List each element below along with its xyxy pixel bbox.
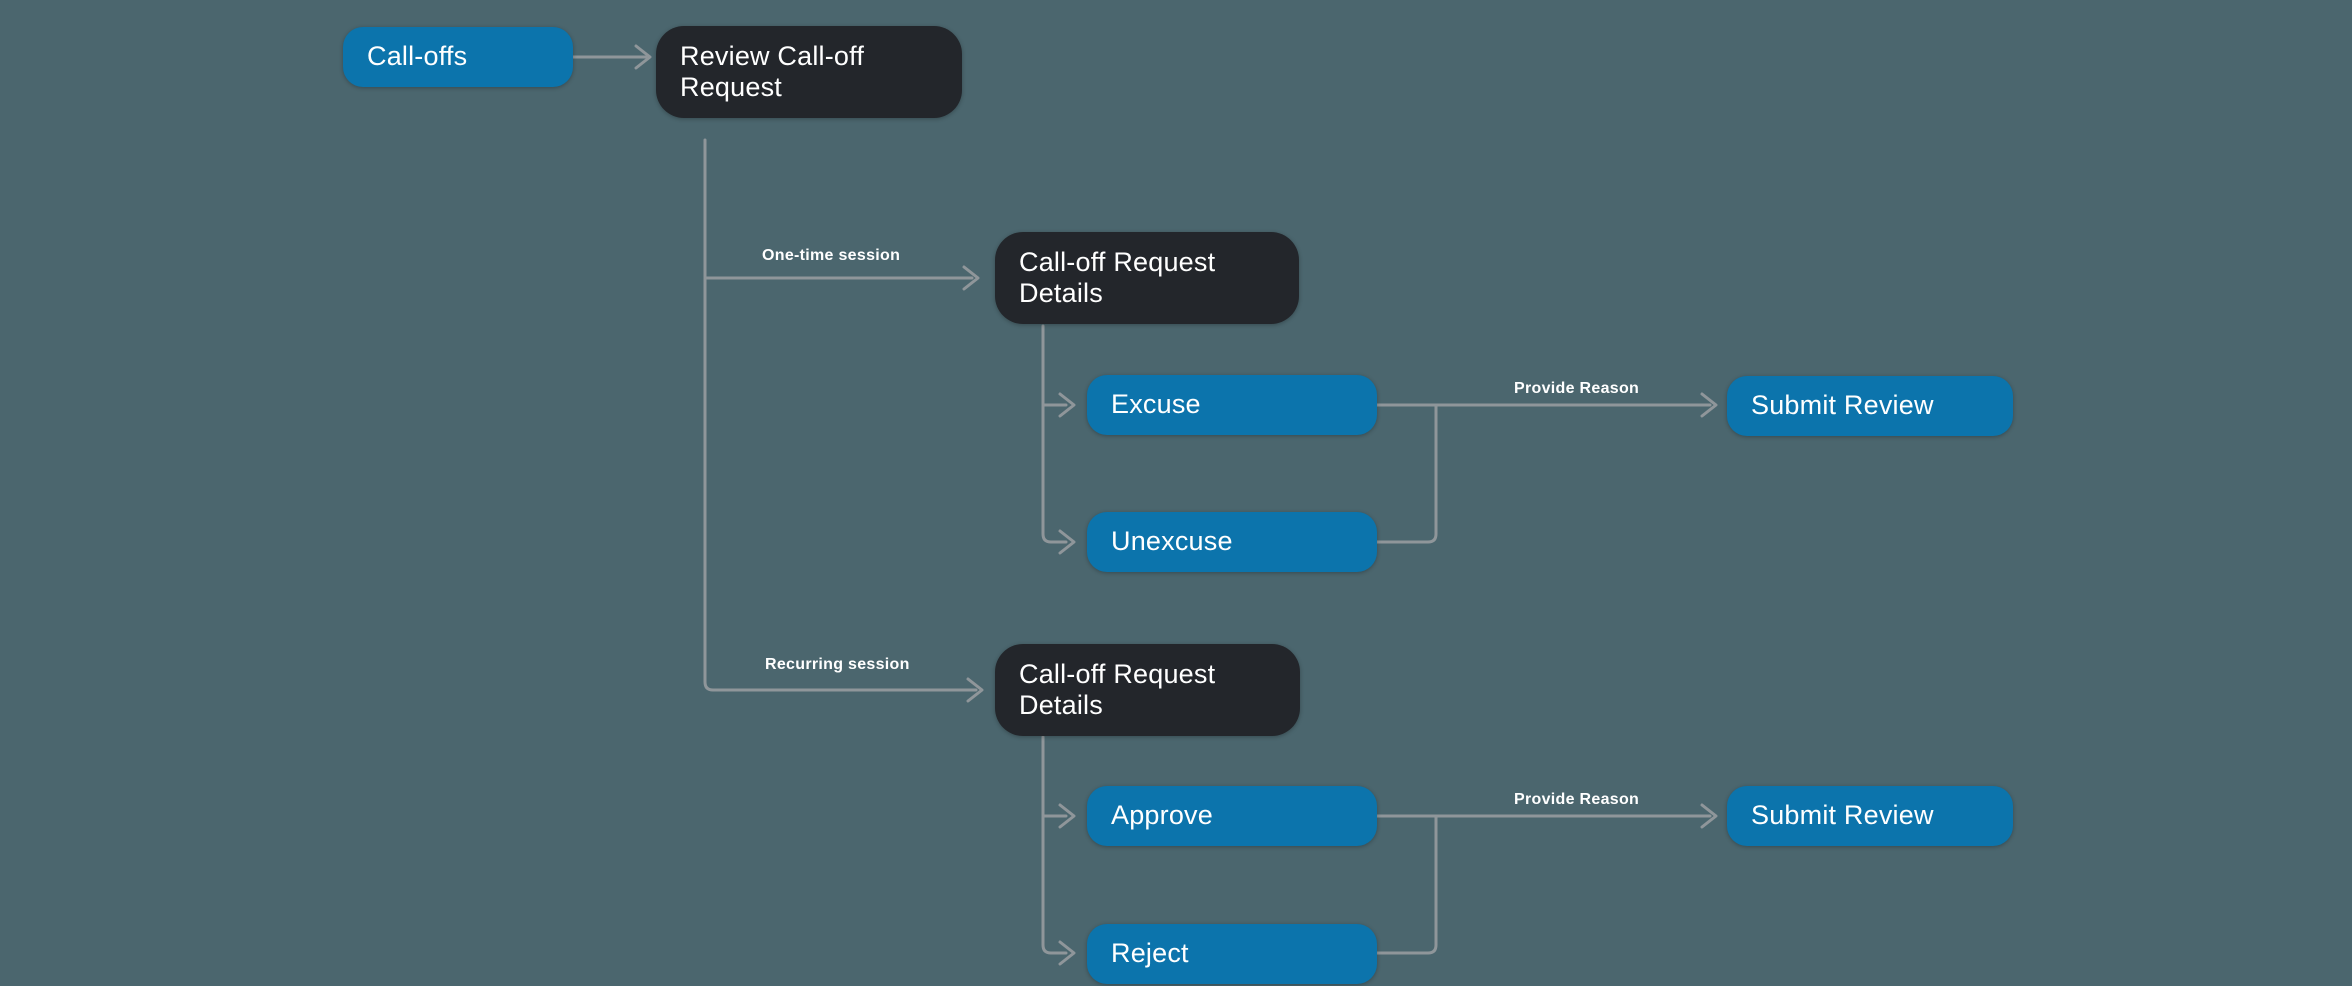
arrowhead-icon xyxy=(1058,940,1076,966)
node-call-offs[interactable]: Call-offs xyxy=(343,27,573,87)
node-unexcuse[interactable]: Unexcuse xyxy=(1087,512,1377,572)
arrowhead-icon xyxy=(962,265,980,291)
arrowhead-icon xyxy=(1700,392,1718,418)
node-excuse[interactable]: Excuse xyxy=(1087,375,1377,435)
arrowhead-icon xyxy=(1700,803,1718,829)
edge-label-one-time-session: One-time session xyxy=(762,247,901,264)
arrowhead-icon xyxy=(634,44,652,70)
edge-details1-trunk xyxy=(1041,324,1068,544)
edge-label-provide-reason-recurring: Provide Reason xyxy=(1514,791,1640,808)
arrowhead-icon xyxy=(1058,392,1076,418)
edge-reject-join xyxy=(1375,814,1438,955)
arrowhead-icon xyxy=(1058,803,1076,829)
edge-label-provide-reason-one-time: Provide Reason xyxy=(1514,380,1640,397)
node-reject[interactable]: Reject xyxy=(1087,924,1377,984)
arrowhead-icon xyxy=(1058,529,1076,555)
node-approve[interactable]: Approve xyxy=(1087,786,1377,846)
node-submit-review-recurring[interactable]: Submit Review xyxy=(1727,786,2013,846)
edge-label-recurring-session: Recurring session xyxy=(765,656,910,673)
edge-details2-trunk xyxy=(1041,735,1068,955)
edge-review-trunk xyxy=(703,138,978,692)
edge-unexcuse-join xyxy=(1375,403,1438,544)
node-submit-review-one-time[interactable]: Submit Review xyxy=(1727,376,2013,436)
arrowhead-icon xyxy=(966,677,984,703)
node-call-off-request-details-one-time[interactable]: Call-off Request Details xyxy=(995,232,1299,324)
node-review-call-off-request[interactable]: Review Call-off Request xyxy=(656,26,962,118)
node-call-off-request-details-recurring[interactable]: Call-off Request Details xyxy=(995,644,1300,736)
